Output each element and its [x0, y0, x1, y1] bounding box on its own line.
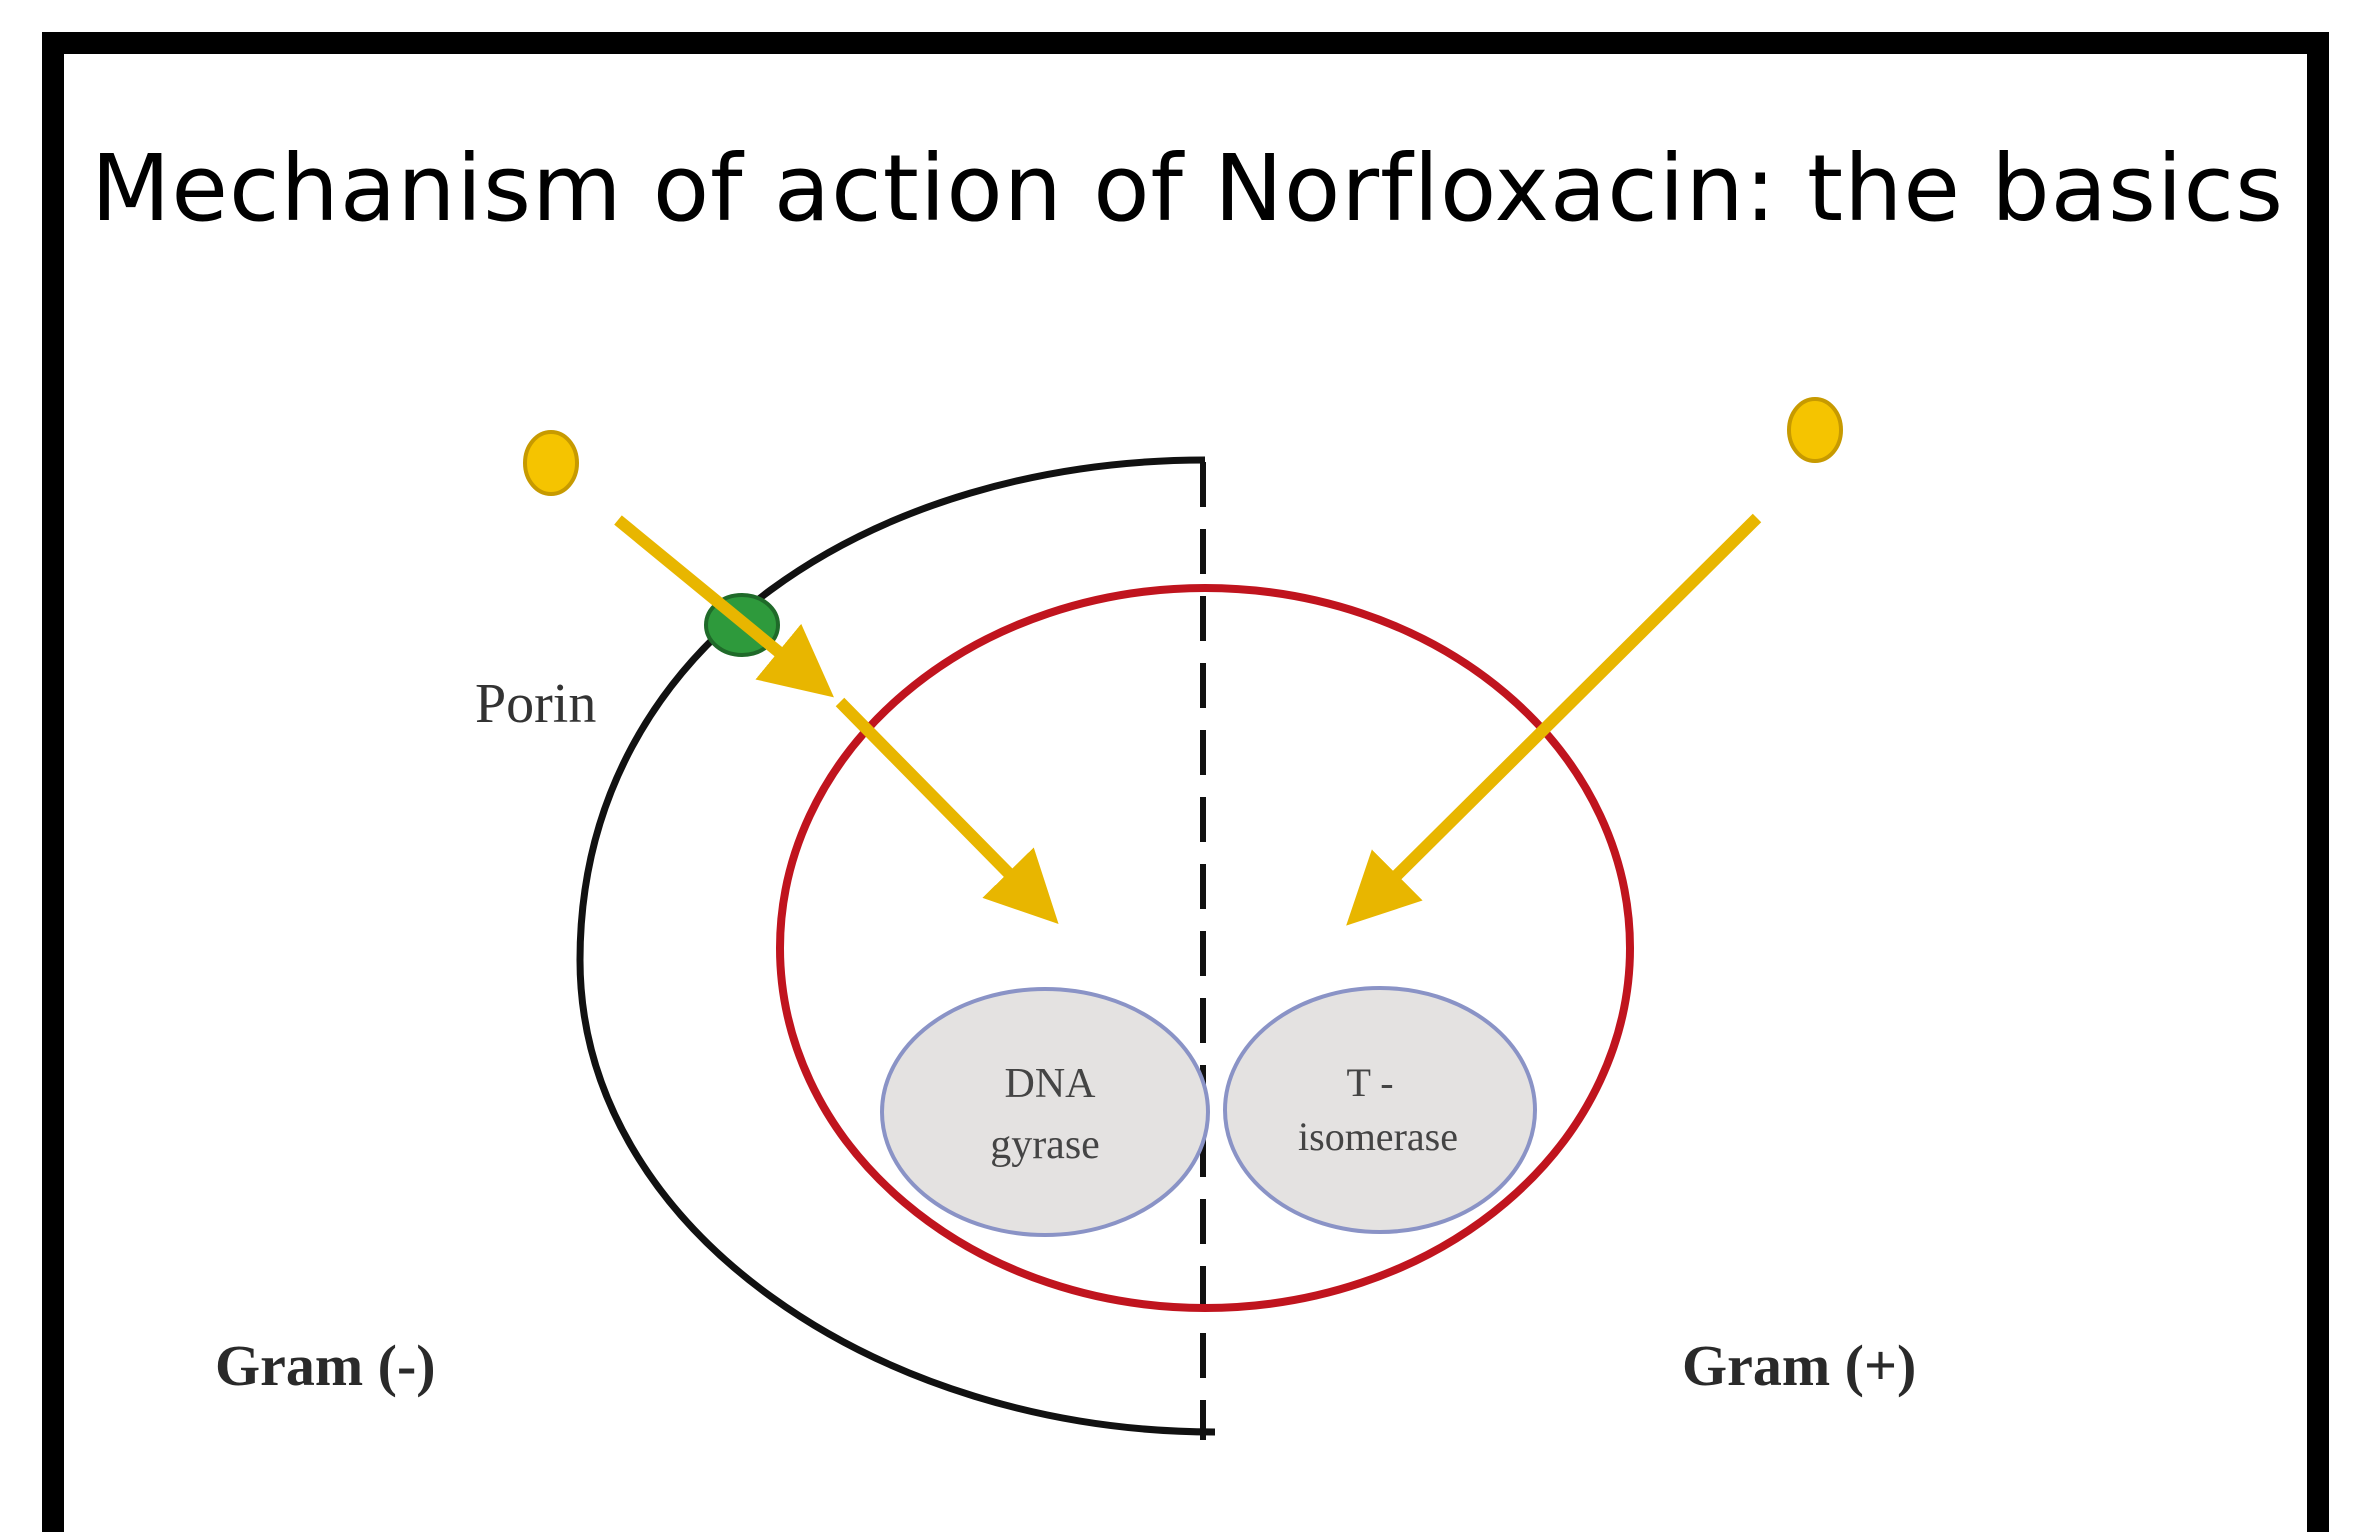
mechanism-diagram: Porin DNA gyrase T - isomerase Gram (-) …	[215, 397, 1916, 1440]
inner-membrane	[776, 584, 1634, 1312]
gram-negative-cell-wall	[576, 456, 1216, 1436]
topoisomerase-label-line2: isomerase	[1298, 1114, 1458, 1159]
page-title: Mechanism of action of Norfloxacin: the …	[90, 135, 2285, 242]
arrow-left-segment-1	[614, 515, 834, 698]
arrow-right	[1346, 513, 1762, 926]
figure-frame	[42, 32, 2329, 1532]
topoisomerase-ellipse	[1223, 986, 1537, 1234]
topoisomerase-label-line1: T -	[1346, 1060, 1393, 1105]
gram-positive-label: Gram (+)	[1682, 1333, 1916, 1398]
porin-label: Porin	[475, 673, 596, 735]
arrow-left-segment-2	[835, 697, 1059, 924]
drug-molecule-left-icon	[523, 430, 579, 496]
dna-gyrase-label-line1: DNA	[1005, 1061, 1097, 1107]
dna-gyrase-ellipse	[880, 987, 1210, 1237]
drug-molecule-right-icon	[1787, 397, 1843, 463]
gram-negative-label: Gram (-)	[215, 1333, 436, 1398]
dna-gyrase-label-line2: gyrase	[990, 1122, 1100, 1168]
